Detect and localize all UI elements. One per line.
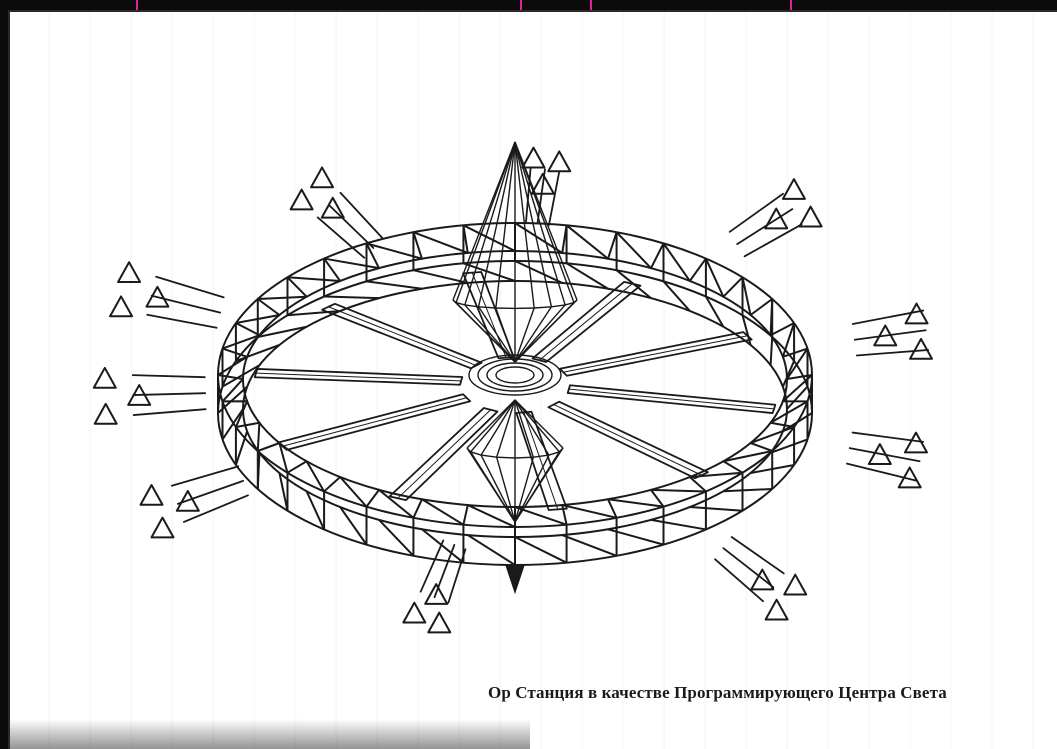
rim-truss-segment — [787, 387, 807, 409]
arrow-marker-triangle — [94, 368, 116, 388]
arrow-marker-triangle — [910, 339, 932, 359]
spoke-center-line — [472, 273, 506, 358]
rim-truss-segment — [463, 505, 515, 527]
lower-cone-facet — [481, 455, 515, 522]
light-station-diagram — [10, 12, 1057, 749]
light-ray-line — [134, 409, 206, 415]
light-ray-line — [340, 193, 382, 238]
lower-cone-line — [515, 400, 549, 455]
scanned-page — [10, 12, 1057, 749]
spoke-center-line — [564, 336, 748, 372]
figure-caption: Ор Станция в качестве Программирующего Ц… — [488, 683, 947, 703]
light-ray-line — [147, 315, 216, 328]
arrow-marker-triangle — [291, 190, 313, 210]
arrow-marker-triangle — [151, 518, 173, 538]
bottom-point-marker — [506, 565, 524, 592]
rim-truss-segment — [690, 473, 743, 492]
arrow-marker-triangle — [95, 404, 117, 424]
lower-cone-line — [515, 400, 559, 452]
arrow-marker-triangle — [784, 575, 806, 595]
upper-cone-facet — [515, 300, 577, 362]
lower-cone-facet — [467, 448, 515, 522]
light-ray-line — [737, 209, 792, 244]
light-ray-line — [172, 466, 238, 485]
light-ray-line — [847, 464, 916, 481]
light-ray-line — [730, 194, 783, 232]
lower-cone-facet — [515, 452, 559, 522]
rim-truss-segment — [664, 243, 706, 281]
rim-truss-segment — [723, 489, 772, 491]
lower-cone-line — [471, 400, 515, 452]
arrow-marker-triangle — [800, 207, 822, 227]
light-ray-line — [152, 296, 220, 313]
upper-cone-facet — [515, 308, 534, 362]
light-ray-line — [133, 375, 205, 377]
arrow-marker-triangle — [428, 613, 450, 633]
rim-truss-segment — [515, 537, 567, 563]
upper-cone-facet — [496, 308, 515, 362]
rim-truss-segment — [287, 259, 340, 281]
rim-truss-segment — [223, 409, 243, 439]
arrow-marker-triangle — [403, 603, 425, 623]
spoke-center-line — [328, 307, 475, 366]
hub-ring — [496, 367, 534, 383]
rim-truss-segment — [651, 520, 706, 530]
rim-truss-segment — [771, 337, 773, 365]
upper-cone-facet — [456, 303, 515, 362]
light-ray-line — [723, 548, 773, 587]
arrow-marker-triangle — [110, 296, 132, 316]
arrow-marker-triangle — [522, 148, 544, 168]
arrow-marker-triangle — [118, 262, 140, 282]
spoke-center-line — [256, 373, 461, 381]
arrow-marker-triangle — [548, 151, 570, 171]
spoke-center-line — [554, 405, 701, 476]
upper-cone-facet — [515, 307, 551, 362]
accent-tick — [520, 0, 522, 10]
page-edge-shadow — [10, 719, 530, 749]
rim-truss-segment — [690, 507, 743, 511]
light-ray-line — [549, 171, 559, 225]
upper-cone-facet — [465, 305, 515, 362]
arrow-marker-triangle — [783, 179, 805, 199]
rim-truss-segment — [562, 535, 616, 556]
rim-truss-segment — [468, 535, 515, 565]
rim-truss-segment — [324, 297, 379, 299]
rim-truss-segment — [413, 270, 467, 283]
arrow-marker-triangle — [766, 600, 788, 620]
spoke-center-line — [282, 398, 466, 446]
hub-ring — [478, 359, 552, 391]
arrow-marker-triangle — [141, 485, 163, 505]
lower-cone-facet — [497, 457, 515, 522]
arrow-marker-triangle — [311, 167, 333, 187]
accent-tick — [790, 0, 792, 10]
rim-truss-segment — [367, 281, 422, 288]
spoke-center-line — [569, 389, 774, 409]
accent-tick — [136, 0, 138, 10]
light-ray-line — [156, 277, 224, 298]
spoke-center-line — [540, 284, 633, 360]
light-ray-line — [732, 537, 784, 573]
accent-tick — [590, 0, 592, 10]
light-ray-line — [857, 350, 928, 356]
light-ray-line — [329, 205, 373, 248]
rim-truss-segment — [236, 431, 247, 465]
rim-truss-segment — [413, 225, 467, 253]
